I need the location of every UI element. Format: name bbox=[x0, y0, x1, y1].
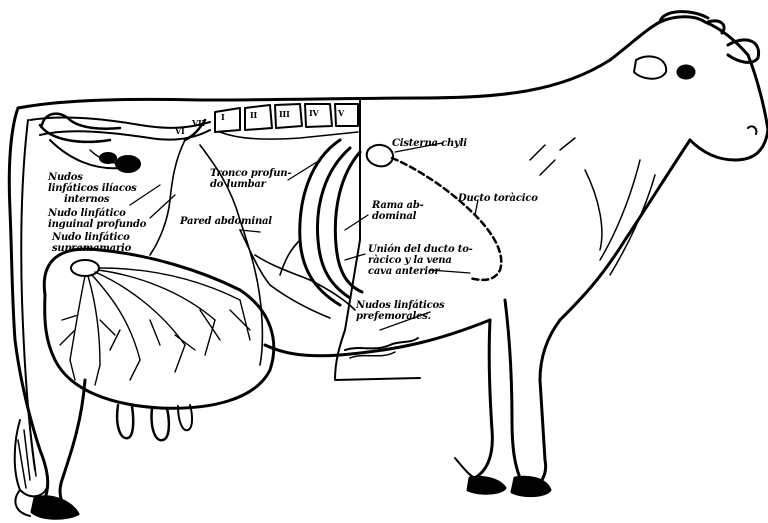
label-line: internos bbox=[48, 194, 137, 205]
udder bbox=[44, 249, 274, 440]
label-line: inguinal profundo bbox=[48, 219, 146, 230]
vertebra-mark: IV bbox=[309, 108, 319, 119]
label-line: prefemorales. bbox=[356, 311, 444, 322]
label-line: cava anterior bbox=[368, 266, 473, 277]
label-line: Rama ab- bbox=[372, 200, 424, 211]
label-line: Pared abdominal bbox=[180, 216, 272, 227]
label-abdominal-branch: Rama ab- dominal bbox=[372, 200, 424, 222]
label-cisterna-chyli: Cisterna chyli bbox=[392, 138, 467, 149]
label-duct-vena-cava-junction: Unión del ducto to- ràcico y la vena cav… bbox=[368, 244, 473, 277]
label-line: Unión del ducto to- bbox=[368, 244, 473, 255]
label-thoracic-duct: Ducto toràcico bbox=[458, 193, 538, 204]
vertebra-mark: III bbox=[279, 109, 290, 120]
label-line: Nudo linfático bbox=[48, 208, 146, 219]
label-abdominal-wall: Pared abdominal bbox=[180, 216, 272, 227]
label-line: linfáticos ilíacos bbox=[48, 183, 137, 194]
udder-lymph-vessels bbox=[60, 268, 250, 385]
label-line: Nudo linfático bbox=[52, 232, 131, 243]
label-supramammary-node: Nudo linfático supramamario bbox=[52, 232, 131, 254]
label-line: Ducto toràcico bbox=[458, 193, 538, 204]
label-line: Nudos linfáticos bbox=[356, 300, 444, 311]
vertebra-mark: II bbox=[250, 110, 257, 121]
label-line: Cisterna chyli bbox=[392, 138, 467, 149]
vertebra-mark: I bbox=[221, 112, 225, 123]
label-line: ràcico y la vena bbox=[368, 255, 473, 266]
vertebra-mark: V bbox=[338, 108, 344, 119]
label-line: supramamario bbox=[52, 243, 131, 254]
label-line: Tronco profun- bbox=[210, 168, 291, 179]
label-lumbar-trunk: Tronco profun- do lumbar bbox=[210, 168, 291, 190]
label-prefemoral-nodes: Nudos linfáticos prefemorales. bbox=[356, 300, 444, 322]
label-deep-inguinal-node: Nudo linfático inguinal profundo bbox=[48, 208, 146, 230]
label-line: Nudos bbox=[48, 172, 137, 183]
label-line: do lumbar bbox=[210, 179, 291, 190]
vertebra-mark: VII bbox=[192, 118, 205, 129]
label-line: dominal bbox=[372, 211, 424, 222]
vertebra-mark: VI bbox=[175, 126, 185, 137]
label-internal-iliac-nodes: Nudos linfáticos ilíacos internos bbox=[48, 172, 137, 205]
